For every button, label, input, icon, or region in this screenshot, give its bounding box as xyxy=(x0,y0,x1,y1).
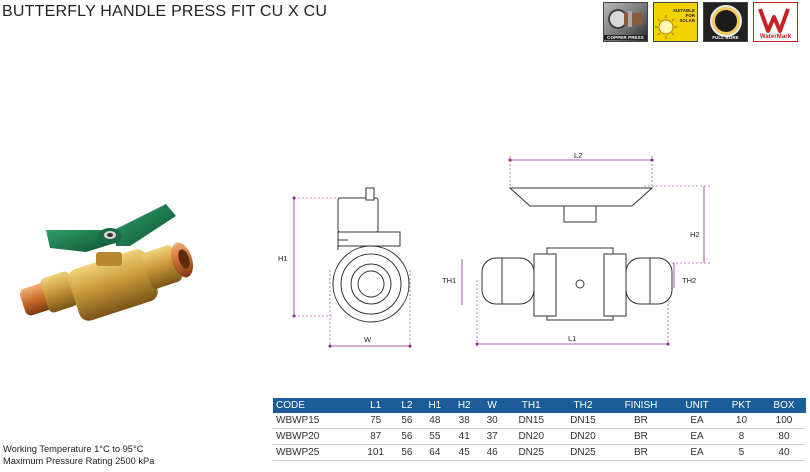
cell-th1: DN20 xyxy=(505,428,558,445)
header-box: BOX xyxy=(761,398,806,413)
certification-badges: COPPER PRESS SUITABLE FOR SOLAR FULL BOR… xyxy=(603,2,798,42)
cell-pkt: 8 xyxy=(720,428,762,445)
header-l1: L1 xyxy=(357,398,394,413)
max-pressure-rating: Maximum Pressure Rating 2500 kPa xyxy=(3,455,155,466)
cell-unit: EA xyxy=(673,444,721,461)
cell-pkt: 10 xyxy=(720,413,762,429)
solar-caption: SUITABLE FOR SOLAR xyxy=(673,8,695,23)
cell-h1: 64 xyxy=(420,444,450,461)
dimension-label-h1: H1 xyxy=(278,254,288,263)
dimension-label-th1: TH1 xyxy=(442,276,456,285)
dimension-label-l2: L2 xyxy=(574,151,582,160)
side-view xyxy=(332,187,410,323)
cell-h2: 41 xyxy=(449,428,479,445)
header-w: W xyxy=(478,398,506,413)
copper-press-icon xyxy=(608,9,642,29)
dimension-label-w: W xyxy=(364,335,372,344)
cell-finish: BR xyxy=(608,413,674,429)
watermark-caption: WaterMark xyxy=(759,34,792,40)
full-bore-icon xyxy=(710,5,742,37)
table-row: WBWP25 101 56 64 45 46 DN25 DN25 BR EA 5… xyxy=(273,444,806,461)
header-l2: L2 xyxy=(393,398,421,413)
cell-w: 30 xyxy=(478,413,506,429)
cell-th2: DN15 xyxy=(557,413,609,429)
dimension-arrowheads xyxy=(292,158,670,348)
valve-body xyxy=(68,249,158,321)
cell-finish: BR xyxy=(608,444,674,461)
cell-l1: 75 xyxy=(357,413,394,429)
table-row: WBWP20 87 56 55 41 37 DN20 DN20 BR EA 8 … xyxy=(273,428,806,445)
cell-h2: 38 xyxy=(449,413,479,429)
front-view xyxy=(481,187,673,321)
cell-l2: 56 xyxy=(393,413,421,429)
page-title: BUTTERFLY HANDLE PRESS FIT CU X CU xyxy=(2,3,328,20)
cell-h2: 45 xyxy=(449,444,479,461)
cell-th1: DN25 xyxy=(505,444,558,461)
cell-w: 46 xyxy=(478,444,506,461)
header-th1: TH1 xyxy=(505,398,558,413)
cell-box: 80 xyxy=(761,428,806,445)
right-press-fitting xyxy=(142,242,194,289)
cell-l2: 56 xyxy=(393,428,421,445)
cell-th2: DN20 xyxy=(557,428,609,445)
header-h2: H2 xyxy=(449,398,479,413)
header-code: CODE xyxy=(273,398,358,413)
header-pkt: PKT xyxy=(720,398,762,413)
cell-code: WBWP25 xyxy=(273,444,358,461)
specifications: Working Temperature 1°C to 95°C Maximum … xyxy=(3,444,154,467)
product-photo xyxy=(19,204,194,321)
header-h1: H1 xyxy=(420,398,450,413)
cell-l1: 87 xyxy=(357,428,394,445)
table-row: WBWP15 75 56 48 38 30 DN15 DN15 BR EA 10… xyxy=(273,413,806,429)
cell-code: WBWP15 xyxy=(273,413,358,429)
cell-unit: EA xyxy=(673,413,721,429)
watermark-icon xyxy=(758,8,790,33)
cell-w: 37 xyxy=(478,428,506,445)
copper-press-badge: COPPER PRESS xyxy=(603,2,648,42)
cell-box: 40 xyxy=(761,444,806,461)
cell-h1: 55 xyxy=(420,428,450,445)
cell-h1: 48 xyxy=(420,413,450,429)
cell-pkt: 5 xyxy=(720,444,762,461)
dimension-label-h2: H2 xyxy=(690,230,700,239)
cell-l1: 101 xyxy=(357,444,394,461)
solar-badge: SUITABLE FOR SOLAR xyxy=(653,2,698,42)
full-bore-caption: FULL BORE xyxy=(712,35,739,40)
cell-code: WBWP20 xyxy=(273,428,358,445)
dimension-label-l1: L1 xyxy=(568,334,576,343)
dimension-label-th2: TH2 xyxy=(682,276,696,285)
left-press-fitting xyxy=(19,271,78,316)
dimension-drawing: H1 W L2 H2 TH1 TH2 L1 xyxy=(278,151,710,348)
cell-finish: BR xyxy=(608,428,674,445)
cell-th2: DN25 xyxy=(557,444,609,461)
table-header-row: CODE L1 L2 H1 H2 W TH1 TH2 FINISH UNIT P… xyxy=(273,398,806,413)
watermark-badge: WaterMark xyxy=(753,2,798,42)
sun-icon xyxy=(655,15,677,39)
cell-box: 100 xyxy=(761,413,806,429)
header-finish: FINISH xyxy=(608,398,674,413)
full-bore-badge: FULL BORE xyxy=(703,2,748,42)
header-unit: UNIT xyxy=(673,398,721,413)
working-temperature: Working Temperature 1°C to 95°C xyxy=(3,444,144,454)
butterfly-handle xyxy=(46,204,176,252)
dimension-lines xyxy=(293,159,705,347)
cell-unit: EA xyxy=(673,428,721,445)
header-th2: TH2 xyxy=(557,398,609,413)
product-code-table: CODE L1 L2 H1 H2 W TH1 TH2 FINISH UNIT P… xyxy=(273,398,806,461)
cell-th1: DN15 xyxy=(505,413,558,429)
copper-press-caption: COPPER PRESS xyxy=(604,35,647,40)
cell-l2: 56 xyxy=(393,444,421,461)
